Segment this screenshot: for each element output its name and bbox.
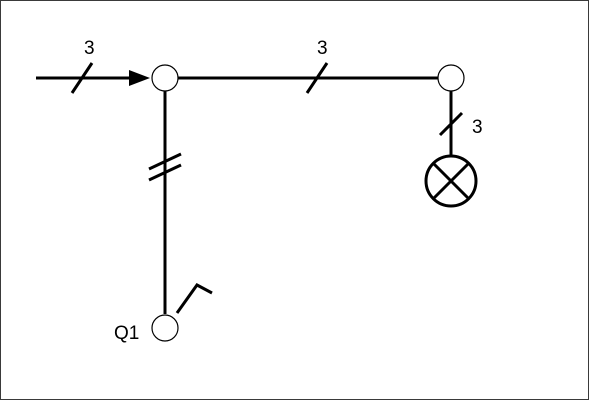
supply-arrow-icon — [129, 70, 150, 86]
incoming-conductor-count: 3 — [84, 38, 95, 59]
top-line-conductor-count: 3 — [317, 38, 328, 59]
switch-feed-tick-1 — [148, 152, 182, 171]
switch-feed-tick-2 — [148, 163, 182, 182]
incoming-conductor-tick — [70, 62, 94, 94]
top-line-conductor-tick — [305, 62, 329, 94]
junction-node-right — [437, 64, 465, 92]
switch-node — [151, 314, 179, 342]
lamp-feed-conductor-tick — [438, 111, 464, 137]
switch-contact-icon — [175, 283, 213, 314]
lamp-icon — [424, 154, 478, 208]
switch-label: Q1 — [114, 323, 139, 344]
junction-node-left — [151, 64, 179, 92]
lamp-feed-conductor-count: 3 — [472, 117, 483, 138]
